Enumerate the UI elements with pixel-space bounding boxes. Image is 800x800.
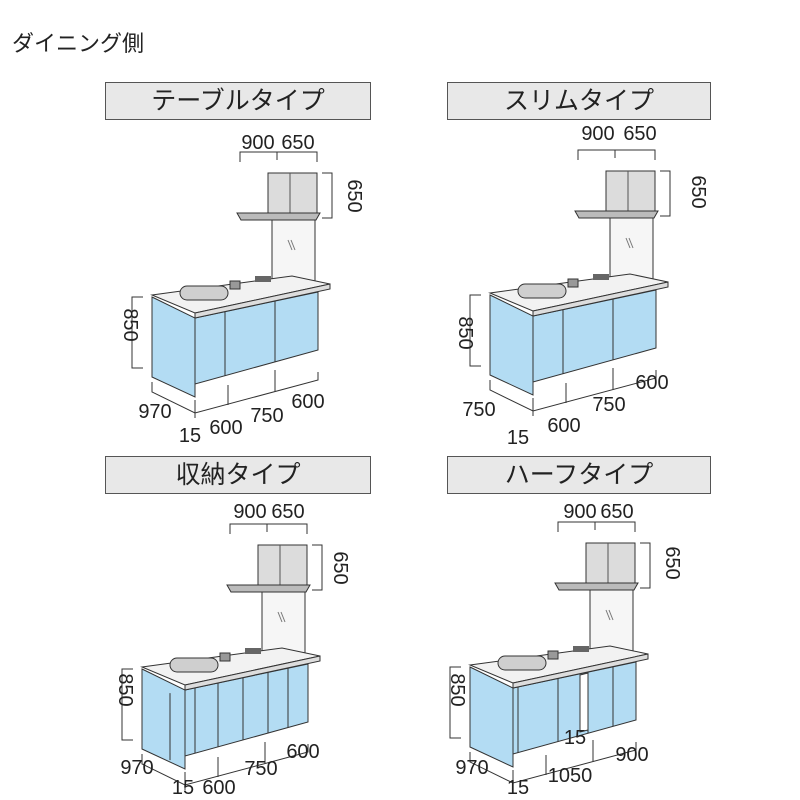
hood-shelf [574, 210, 659, 219]
title-half-type: ハーフタイプ [447, 456, 711, 494]
slim-dim-w3: 600 [635, 372, 668, 394]
table-dim-hood-h: 650 [343, 179, 365, 212]
slim-dim-depth: 750 [462, 399, 495, 421]
hood-height-dimension [660, 170, 671, 217]
hood-width-dimension [577, 149, 656, 160]
half-dim-hood-h: 650 [661, 546, 683, 579]
kitchen-half-type [449, 521, 651, 788]
storage-dim-hood-w2: 650 [271, 501, 304, 523]
height-dimension [131, 296, 143, 369]
hood-shelf [554, 582, 639, 591]
table-dim-w3: 600 [291, 391, 324, 413]
hood-shelf [226, 584, 311, 593]
page-heading: ダイニング側 [12, 31, 145, 56]
slim-dim-hood-h: 650 [687, 175, 709, 208]
half-dim-w3: 900 [615, 744, 648, 766]
stove [255, 276, 271, 282]
table-dim-w1: 600 [209, 417, 242, 439]
table-dim-hood-w2: 650 [281, 132, 314, 154]
storage-dim-w3: 600 [286, 741, 319, 763]
glass-panel [261, 591, 306, 658]
glass-panel [271, 219, 316, 286]
sink [179, 285, 229, 301]
range-hood [605, 170, 656, 217]
storage-dim-w2: 750 [244, 758, 277, 780]
half-dim-w2: 15 [564, 727, 586, 749]
cabinet-side [469, 666, 514, 768]
height-dimension [469, 294, 481, 367]
hood-height-dimension [322, 172, 333, 219]
height-dimension [449, 666, 461, 739]
slim-dim-hood-w2: 650 [623, 123, 656, 145]
slim-dim-w2: 750 [592, 394, 625, 416]
table-dim-gap: 15 [179, 425, 201, 447]
half-dim-hood-w1: 900 [563, 501, 596, 523]
glass-panel [589, 589, 634, 656]
faucet [219, 652, 231, 662]
sink [497, 655, 547, 671]
kitchen-table-type [131, 151, 333, 418]
slim-dim-w1: 600 [547, 415, 580, 437]
glass-panel [609, 217, 654, 284]
kitchen-storage-type [121, 523, 323, 790]
hood-width-dimension [557, 521, 636, 532]
half-dim-w1: 1050 [548, 765, 593, 787]
cabinet-side [151, 296, 196, 398]
table-dim-w2: 750 [250, 405, 283, 427]
title-storage-type: 収納タイプ [105, 456, 371, 494]
range-hood [267, 172, 318, 219]
storage-dim-gap: 15 [172, 777, 194, 799]
half-dim-height: 850 [446, 673, 468, 706]
range-hood [585, 542, 636, 589]
hood-height-dimension [312, 544, 323, 591]
storage-dim-depth: 970 [120, 757, 153, 779]
stove [573, 646, 589, 652]
hood-width-dimension [229, 523, 308, 534]
faucet [567, 278, 579, 288]
title-slim-type: スリムタイプ [447, 82, 711, 120]
storage-dim-hood-h: 650 [329, 551, 351, 584]
hood-height-dimension [640, 542, 651, 589]
slim-dim-hood-w1: 900 [581, 123, 614, 145]
faucet [547, 650, 559, 660]
stove [593, 274, 609, 280]
storage-dim-w1: 600 [202, 777, 235, 799]
storage-dim-hood-w1: 900 [233, 501, 266, 523]
slim-dim-gap: 15 [507, 427, 529, 449]
storage-dim-height: 850 [114, 673, 136, 706]
kitchen-slim-type [469, 149, 671, 416]
table-dim-height: 850 [119, 308, 141, 341]
table-dim-depth: 970 [138, 401, 171, 423]
half-dim-hood-w2: 650 [600, 501, 633, 523]
half-dim-depth: 970 [455, 757, 488, 779]
sink [169, 657, 219, 673]
cabinet-side [489, 294, 534, 396]
hood-shelf [236, 212, 321, 221]
cabinet-side [141, 668, 186, 770]
half-dim-gap: 15 [507, 777, 529, 799]
sink [517, 283, 567, 299]
hood-width-dimension [239, 151, 318, 162]
height-dimension [121, 668, 133, 741]
stove [245, 648, 261, 654]
faucet [229, 280, 241, 290]
slim-dim-height: 850 [454, 316, 476, 349]
table-dim-hood-w1: 900 [241, 132, 274, 154]
title-table-type: テーブルタイプ [105, 82, 371, 120]
range-hood [257, 544, 308, 591]
